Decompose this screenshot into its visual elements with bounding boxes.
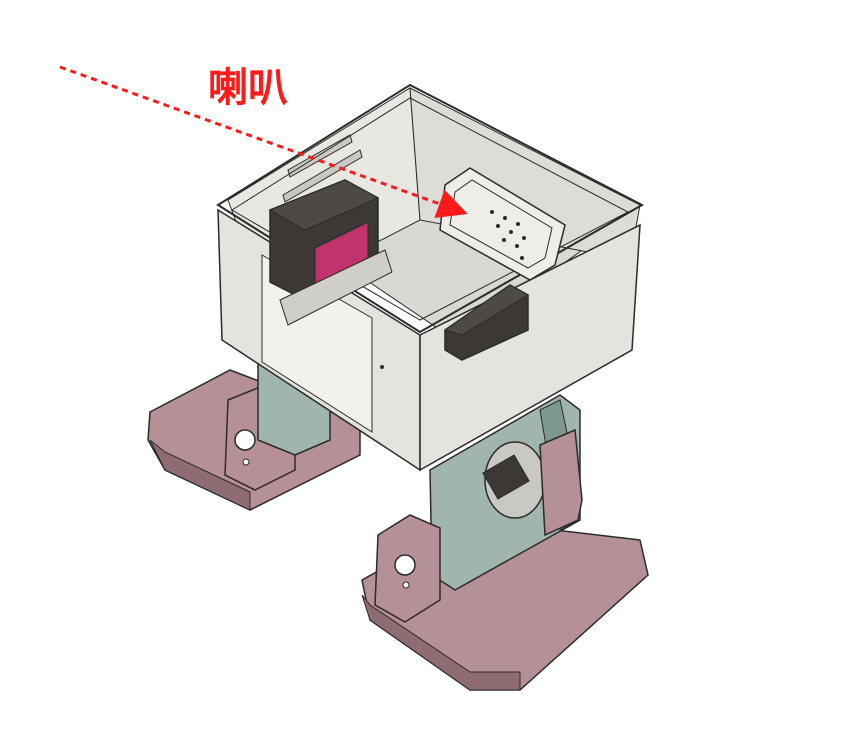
- callout-arrow: [59, 65, 468, 218]
- speaker-callout-label: 喇叭: [208, 65, 288, 111]
- servo-motor-left: [268, 179, 393, 326]
- servo-motor-right: [443, 284, 529, 361]
- leg-left: [224, 358, 331, 491]
- speaker-grille: [439, 167, 566, 281]
- leg-right: [374, 394, 583, 623]
